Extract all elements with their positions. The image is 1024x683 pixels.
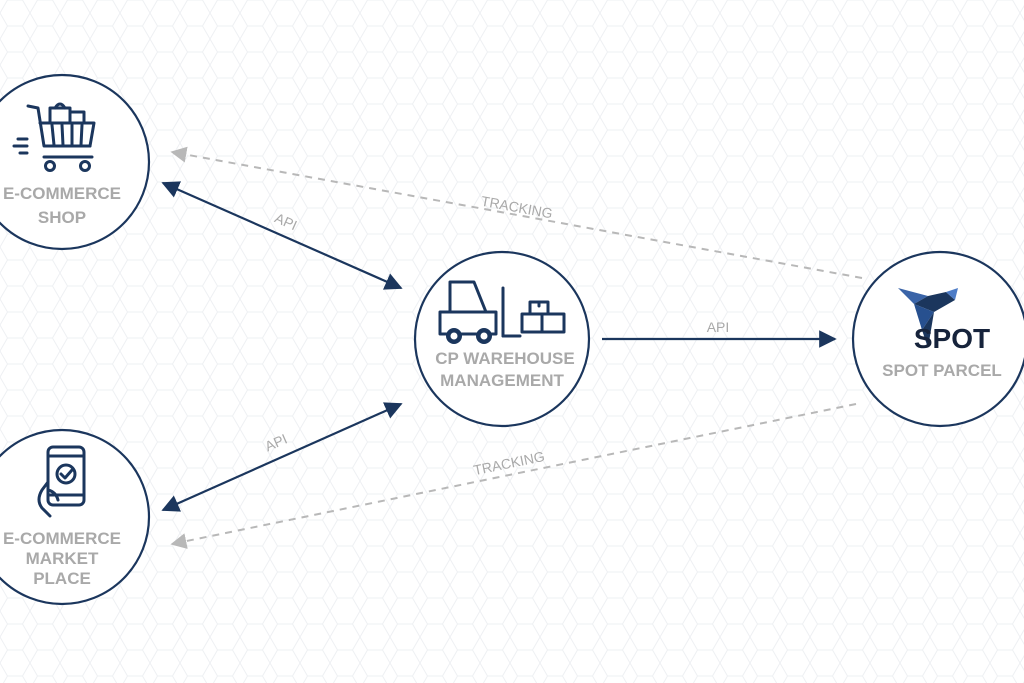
mobile-hand-icon <box>37 445 86 518</box>
spot-bird-logo-icon: SPOT <box>898 288 990 354</box>
node-label-line: MARKET <box>26 549 99 568</box>
node-label-line: PLACE <box>33 569 91 588</box>
shopping-cart-icon <box>12 102 96 172</box>
edge-warehouse-spot-api: API <box>602 319 837 348</box>
forklift-icon <box>438 280 566 344</box>
node-cp-warehouse: CP WAREHOUSE MANAGEMENT <box>413 250 591 428</box>
node-label-line: SHOP <box>38 208 86 227</box>
node-ecommerce-shop: E-COMMERCE SHOP <box>0 73 151 251</box>
api-arrow-line <box>161 402 403 512</box>
node-ring <box>851 250 1024 428</box>
api-arrow-line <box>161 181 403 290</box>
node-label-line: SPOT PARCEL <box>882 361 1002 380</box>
edge-label-api-right: API <box>707 319 730 335</box>
node-label-line: E-COMMERCE <box>3 529 121 548</box>
spot-logo-text: SPOT <box>914 323 990 354</box>
node-ring <box>413 250 591 428</box>
node-label-line: E-COMMERCE <box>3 184 121 203</box>
node-spot-parcel: SPOT SPOT PARCEL <box>851 250 1024 428</box>
node-ring <box>0 73 151 251</box>
node-label-line: CP WAREHOUSE <box>435 349 575 368</box>
node-ring <box>0 428 151 606</box>
node-ecommerce-marketplace: E-COMMERCE MARKET PLACE <box>0 428 151 606</box>
node-label-line: MANAGEMENT <box>440 371 564 390</box>
